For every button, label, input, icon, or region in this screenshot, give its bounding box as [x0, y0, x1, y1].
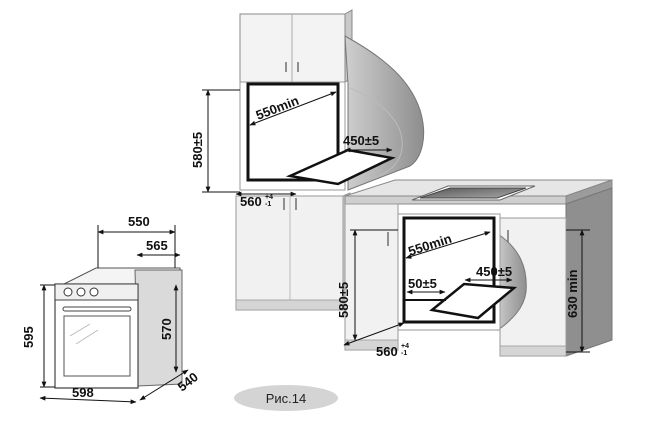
- dim-lower-niche-width-tolerance: +4-1: [401, 343, 409, 357]
- dim-cabinet-height-min: 630 min: [565, 270, 580, 318]
- dim-oven-body-height: 570: [159, 318, 174, 340]
- oven-knob-1-icon: [63, 287, 73, 297]
- upper-wall-cabinet: [239, 9, 353, 83]
- dim-lower-opening: 450±5: [476, 264, 512, 279]
- dim-oven-top-depth: 550: [128, 214, 150, 229]
- caption-text: Рис.14: [266, 391, 307, 406]
- dim-upper-niche-width: 560: [240, 194, 262, 209]
- oven-knob-3-icon: [89, 287, 99, 297]
- oven-knob-2-icon: [76, 287, 86, 297]
- dimension-lines: [39, 89, 590, 405]
- dim-oven-width: 598: [72, 385, 94, 400]
- dim-upper-niche-width-tolerance: +4-1: [265, 194, 273, 208]
- dim-lower-vent: 50±5: [408, 276, 437, 291]
- oven-window: [63, 315, 131, 377]
- oven-handle: [62, 306, 132, 312]
- figure-caption: Рис.14: [234, 385, 338, 411]
- dim-oven-height: 595: [21, 326, 36, 348]
- dim-oven-body-depth: 565: [146, 238, 168, 253]
- sink: [411, 185, 536, 201]
- dim-lower-niche-width: 560: [376, 344, 398, 359]
- dim-lower-niche-height: 580±5: [336, 282, 351, 318]
- oven: [54, 267, 183, 389]
- dim-upper-niche-height: 580±5: [190, 132, 205, 168]
- dim-upper-opening: 450±5: [343, 133, 379, 148]
- tall-column-lower: [235, 192, 351, 311]
